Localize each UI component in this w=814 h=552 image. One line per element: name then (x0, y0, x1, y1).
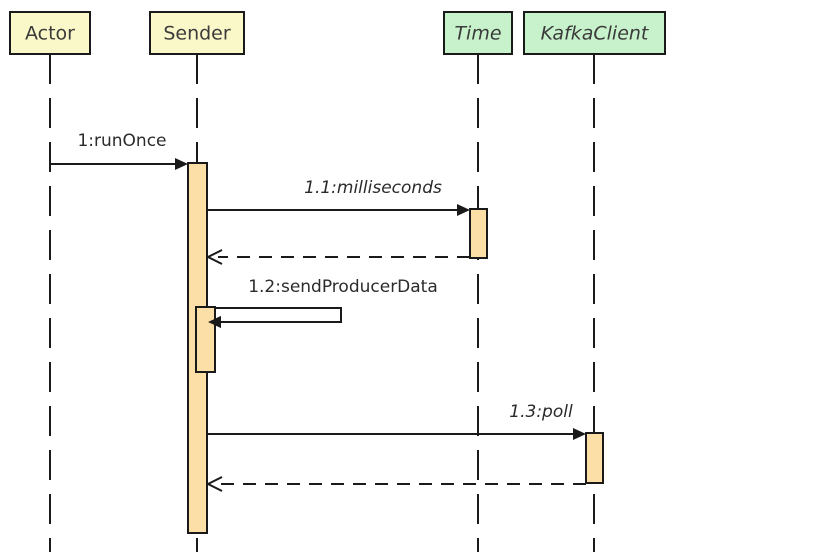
message-msg-1-2[interactable] (208, 307, 342, 328)
participant-label-actor: Actor (25, 23, 75, 45)
participant-time[interactable]: Time (443, 11, 513, 55)
arrowhead-msg-1-1 (457, 204, 470, 216)
message-label-msg-1-3: 1.3:poll (509, 402, 573, 422)
participant-box-time (443, 11, 513, 55)
arrowhead-msg-1 (175, 158, 188, 170)
message-label-msg-1-2: 1.2:sendProducerData (248, 277, 438, 297)
message-labels-layer: 1:runOnce 1.1:milliseconds 1.2:sendProduce… (77, 131, 572, 422)
participant-box-kafkaclient (523, 11, 666, 55)
arrowhead-msg-1-3-return (205, 476, 223, 492)
participant-label-kafkaclient: KafkaClient (541, 23, 650, 45)
message-msg-1-3[interactable] (208, 428, 586, 440)
participant-kafkaclient[interactable]: KafkaClient (523, 11, 666, 55)
message-label-msg-1: 1:runOnce (77, 131, 166, 151)
participant-label-sender: Sender (163, 23, 231, 45)
message-msg-1-1[interactable] (208, 204, 470, 216)
participant-boxes-layer: Actor Sender Time KafkaClient (9, 11, 666, 55)
self-call-path-msg-1-2 (208, 307, 342, 323)
message-label-msg-1-1: 1.1:milliseconds (304, 178, 442, 198)
activation-bar-act-sender-self[interactable] (195, 306, 216, 373)
messages-layer (50, 158, 586, 492)
activation-bar-act-time[interactable] (469, 208, 488, 259)
participant-label-time: Time (454, 23, 501, 45)
participant-box-actor (9, 11, 91, 55)
message-msg-1[interactable] (50, 158, 188, 170)
participant-box-sender (149, 11, 245, 55)
participant-sender[interactable]: Sender (149, 11, 245, 55)
message-msg-1-3-return[interactable] (205, 476, 586, 492)
participant-actor[interactable]: Actor (9, 11, 91, 55)
arrowhead-msg-1-3 (573, 428, 586, 440)
activation-bar-act-kafka[interactable] (585, 432, 604, 484)
message-msg-1-1-return[interactable] (205, 249, 470, 265)
activations-layer (187, 162, 604, 534)
lifelines-layer (49, 54, 595, 552)
arrowhead-top-msg-1-2 (208, 316, 221, 328)
